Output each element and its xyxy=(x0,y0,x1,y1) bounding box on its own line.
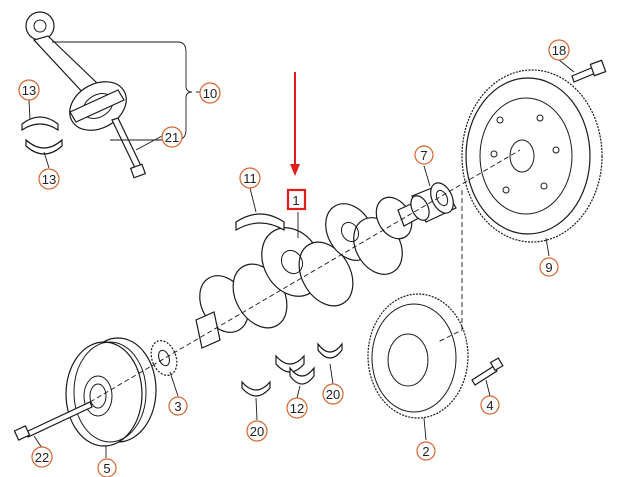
main-bearing-12-b[interactable] xyxy=(289,366,315,385)
callout-20-left-label: 20 xyxy=(250,424,264,439)
pulley-bolt-22[interactable] xyxy=(13,401,93,441)
callout-18-label: 18 xyxy=(552,43,566,58)
callout-9-label: 9 xyxy=(545,260,552,275)
flywheel-bolt-18[interactable] xyxy=(571,59,607,83)
callout-12-label: 12 xyxy=(290,401,304,416)
callout-13-top-label: 13 xyxy=(22,83,36,98)
crank-pulley-5[interactable] xyxy=(65,337,157,447)
rod-bolt[interactable] xyxy=(111,117,147,179)
callout-7-label: 7 xyxy=(420,148,427,163)
callout-20-left[interactable]: 20 xyxy=(246,420,268,442)
callout-10-label: 10 xyxy=(203,86,217,101)
callout-3[interactable]: 3 xyxy=(168,396,188,416)
callout-2[interactable]: 2 xyxy=(416,441,436,461)
rod-bearing-shell-upper[interactable] xyxy=(21,116,59,132)
callout-1[interactable]: 1 xyxy=(292,193,299,208)
callout-13-top[interactable]: 13 xyxy=(18,79,40,101)
callout-18[interactable]: 18 xyxy=(548,39,570,61)
callout-22[interactable]: 22 xyxy=(31,446,53,468)
callout-3-label: 3 xyxy=(174,399,181,414)
callout-7[interactable]: 7 xyxy=(414,145,434,165)
callout-5-label: 5 xyxy=(103,461,110,476)
callout-11-label: 11 xyxy=(243,171,257,186)
flywheel-9[interactable] xyxy=(461,69,603,243)
callout-11[interactable]: 11 xyxy=(239,167,261,189)
callout-20-right[interactable]: 20 xyxy=(322,383,344,405)
callout-2-label: 2 xyxy=(422,444,429,459)
connecting-rod[interactable] xyxy=(25,11,135,140)
rod-bearing-shell-lower[interactable] xyxy=(25,138,63,155)
plate-bolt-4[interactable] xyxy=(471,357,504,386)
callout-22-label: 22 xyxy=(35,450,49,465)
thrust-washer-20-a[interactable] xyxy=(241,380,271,397)
callout-12[interactable]: 12 xyxy=(286,397,308,419)
callout-20-right-label: 20 xyxy=(326,387,340,402)
indicator-arrow xyxy=(290,72,300,176)
main-bearing-11[interactable] xyxy=(235,213,285,232)
crankshaft[interactable] xyxy=(190,191,431,349)
callout-5[interactable]: 5 xyxy=(97,458,117,477)
callout-21[interactable]: 21 xyxy=(161,126,183,148)
callout-10[interactable]: 10 xyxy=(199,82,221,104)
callout-9[interactable]: 9 xyxy=(539,257,559,277)
crank-gear-3[interactable] xyxy=(147,337,182,379)
callout-1-label: 1 xyxy=(292,193,299,208)
main-bearing-12-a[interactable] xyxy=(275,354,305,373)
callout-21-label: 21 xyxy=(165,130,179,145)
callout-13-bottom-label: 13 xyxy=(42,172,56,187)
highlight-box xyxy=(286,188,307,211)
ring-gear-plate-2[interactable] xyxy=(367,293,469,419)
callout-13-bottom[interactable]: 13 xyxy=(38,168,60,190)
thrust-washer-20-b[interactable] xyxy=(317,342,343,359)
callout-4[interactable]: 4 xyxy=(480,395,500,415)
callout-4-label: 4 xyxy=(486,398,493,413)
